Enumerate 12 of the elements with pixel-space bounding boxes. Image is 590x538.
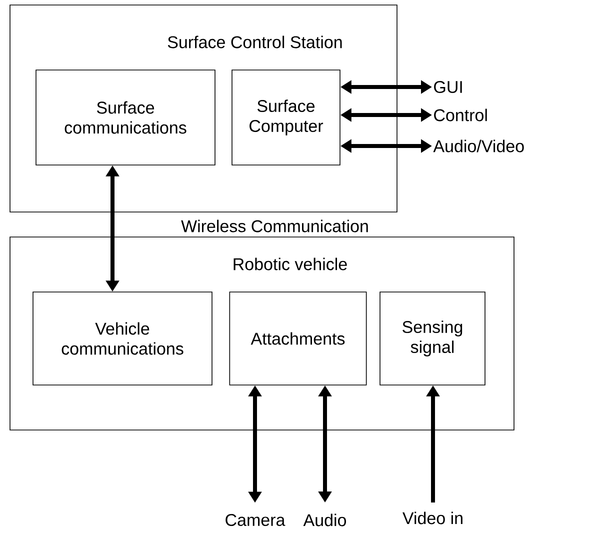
process-box: Sensing signal	[380, 292, 486, 386]
process-box: Surface Computer	[232, 70, 340, 166]
process-box: Attachments	[229, 292, 367, 386]
process-box: Surface communications	[36, 70, 216, 166]
io-label: Video in	[402, 512, 462, 524]
process-box: Vehicle communications	[32, 292, 212, 386]
io-label: Camera	[226, 514, 286, 526]
io-label: Audio/Video	[433, 140, 524, 152]
section-label: Wireless Communication	[181, 220, 368, 232]
io-label: Audio	[303, 514, 346, 526]
io-label: GUI	[434, 80, 462, 94]
io-label: Control	[434, 108, 487, 122]
